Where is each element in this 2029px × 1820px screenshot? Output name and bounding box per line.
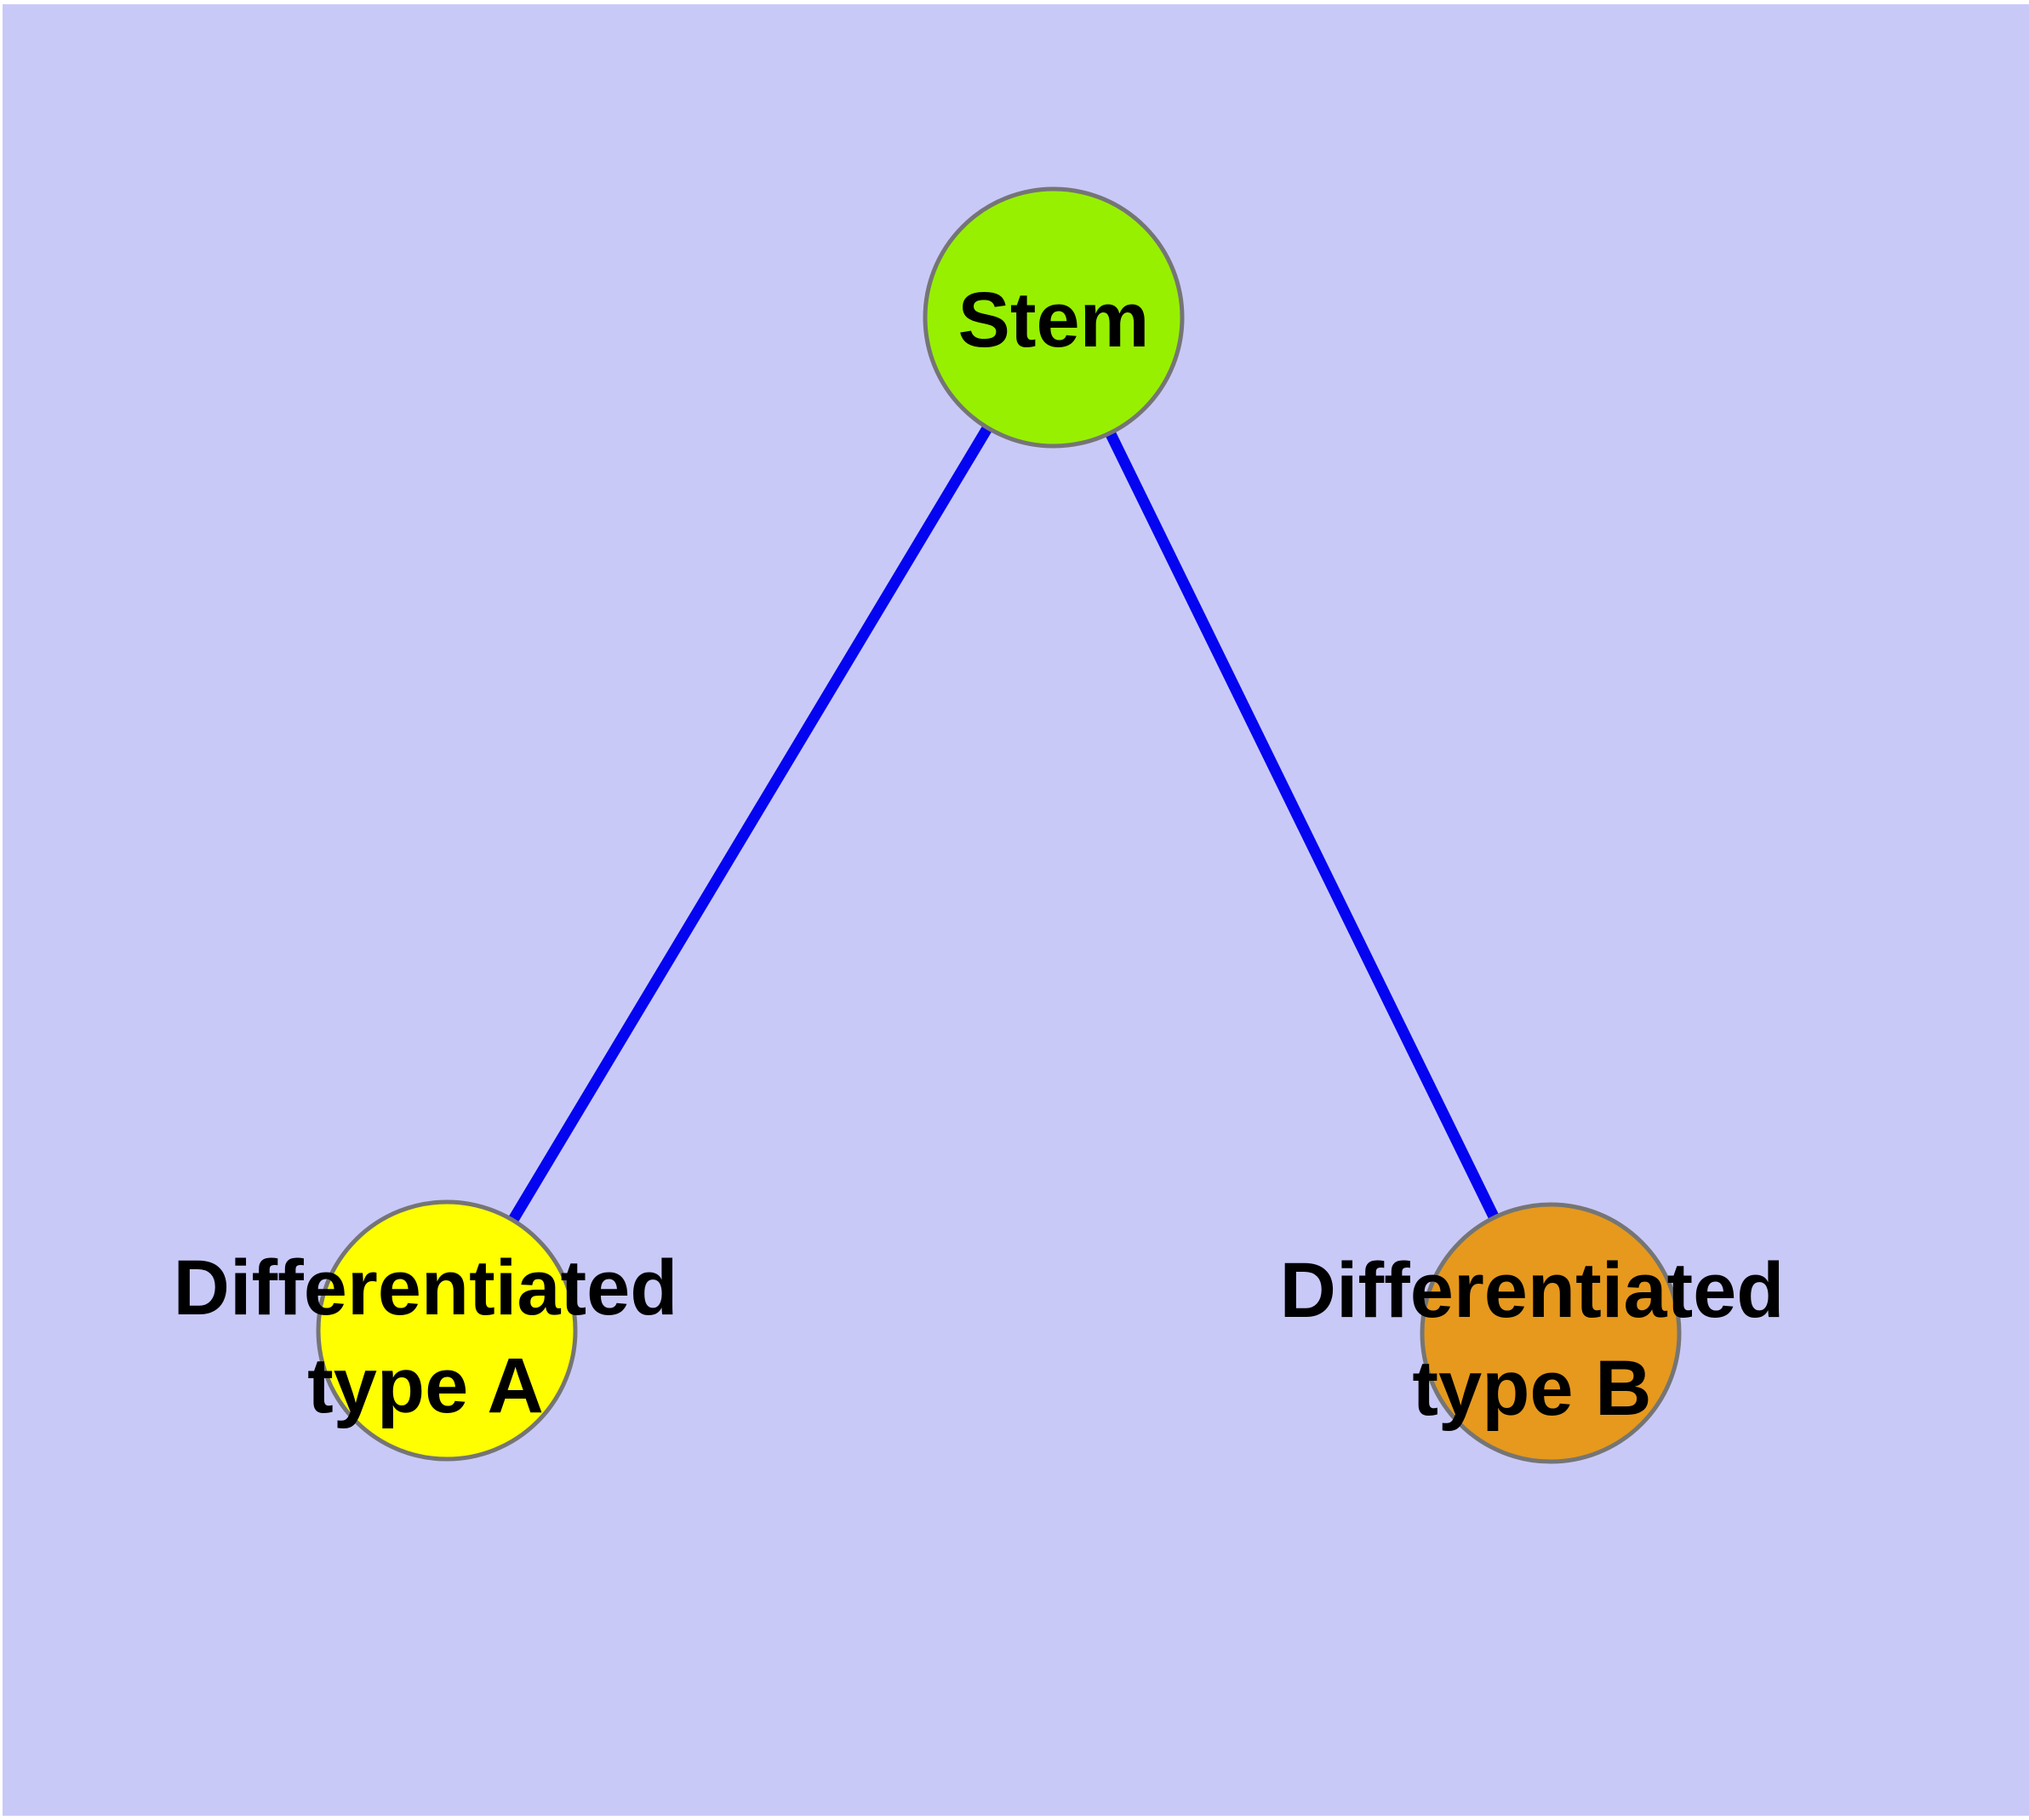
type-a-node-label-line2: type A [307, 1342, 544, 1429]
stem-node-label: Stem [958, 277, 1150, 363]
type-b-node-label-line1: Differentiated [1280, 1247, 1785, 1334]
node-differentiated-type-b [1420, 1202, 1682, 1464]
edge-stem-to-type-a [442, 314, 1059, 1334]
node-differentiated-type-a [316, 1199, 578, 1462]
type-b-node-label-line2: type B [1412, 1345, 1651, 1432]
type-a-node-label-line1: Differentiated [174, 1245, 678, 1331]
edge-stem-to-type-b [1049, 315, 1556, 1336]
node-stem [923, 186, 1185, 449]
